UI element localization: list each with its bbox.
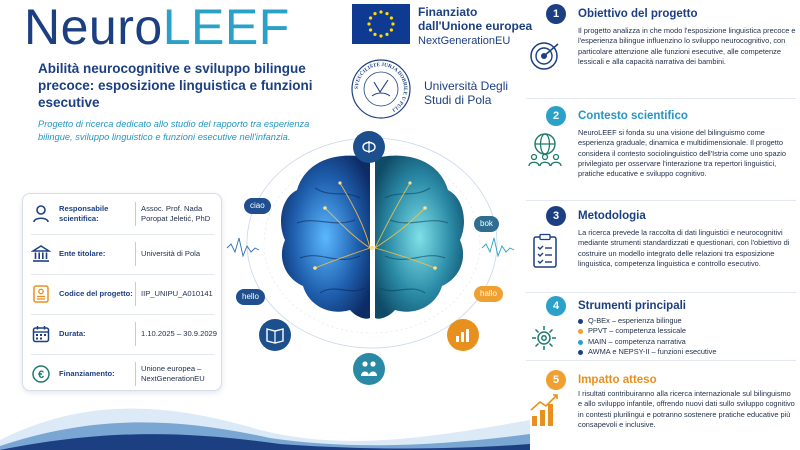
info-label: Responsabile scientifica:: [59, 204, 109, 223]
university-name-line-2: Studi di Pola: [424, 93, 492, 107]
institution-icon: [31, 244, 51, 264]
info-row-responsible: Responsabile scientifica: Assoc. Prof. N…: [23, 194, 223, 234]
section-title: Obiettivo del progetto: [578, 8, 698, 20]
tool-text: Q-BEx – esperienza bilingue: [588, 316, 682, 325]
section-title: Metodologia: [578, 210, 646, 222]
section-methodology: 3 Metodologia La ricerca prevede la racc…: [526, 206, 800, 296]
bubble-ciao: ciao: [244, 198, 271, 214]
info-row-code: Codice del progetto: IIP_UNIPU_A010141: [23, 274, 223, 314]
section-context: 2 Contesto scientifico NeuroLEEF si fond…: [526, 106, 800, 202]
project-sections-panel: 1 Obiettivo del progetto Il progetto ana…: [526, 0, 800, 450]
tool-text: PPVT – competenza lessicale: [588, 326, 687, 336]
tool-item: MAIN – competenza narrativa: [578, 337, 796, 347]
section-body: NeuroLEEF si fonda su una visione del bi…: [578, 128, 787, 179]
tool-item: AWMA e NEPSY-II – funzioni esecutive: [578, 347, 796, 357]
bubble-bok: bok: [474, 216, 499, 232]
section-tools-list: Q-BEx – esperienza bilingue PPVT – compe…: [578, 316, 796, 357]
project-info-card: Responsabile scientifica: Assoc. Prof. N…: [22, 193, 222, 391]
info-value: Università di Pola: [141, 249, 201, 258]
bubble-hello: hello: [236, 289, 265, 305]
children-icon: [352, 352, 386, 386]
section-title: Impatto atteso: [578, 374, 657, 386]
id-card-icon: [31, 284, 51, 304]
section-number: 5: [546, 370, 566, 390]
info-label: Codice del progetto:: [59, 289, 133, 298]
logo-leef: LEEF: [162, 0, 290, 55]
section-objective: 1 Obiettivo del progetto Il progetto ana…: [526, 4, 800, 102]
checklist-icon: [526, 232, 566, 272]
project-intro: Progetto di ricerca dedicato allo studio…: [38, 119, 310, 142]
globe-people-icon: [526, 130, 566, 170]
tool-text: MAIN – competenza narrativa: [588, 336, 686, 346]
section-tools: 4 Strumenti principali Q-BEx – esperienz…: [526, 296, 800, 364]
info-label: Finanziamento:: [59, 369, 115, 378]
info-row-institution: Ente titolare: Università di Pola: [23, 234, 223, 274]
growth-chart-icon: [526, 390, 566, 430]
tool-item: PPVT – competenza lessicale: [578, 326, 796, 336]
project-logo: NeuroLEEF: [24, 2, 290, 52]
brain-circuit-icon: [352, 130, 386, 164]
eu-funding-text: Finanziato dall'Unione europea NextGener…: [418, 5, 538, 48]
university-name-line-1: Università Degli: [424, 79, 509, 93]
tool-text: AWMA e NEPSY-II – funzioni esecutive: [588, 346, 717, 356]
calendar-icon: [31, 324, 51, 344]
info-label: Ente titolare:: [59, 249, 106, 258]
bubble-hallo: hallo: [474, 286, 503, 302]
tool-item: Q-BEx – esperienza bilingue: [578, 316, 796, 326]
info-value: Unione europea – NextGenerationEU: [141, 364, 205, 383]
eu-flag-icon: [352, 4, 410, 44]
target-icon: [526, 36, 566, 76]
section-title: Contesto scientifico: [578, 110, 688, 122]
person-icon: [31, 204, 51, 224]
project-subtitle: Abilità neurocognitive e sviluppo biling…: [38, 61, 313, 110]
gears-icon: [526, 318, 566, 358]
section-number: 1: [546, 4, 566, 24]
info-value: 1.10.2025 – 30.9.2029: [141, 329, 218, 338]
eu-line-2: dall'Unione europea: [418, 19, 533, 33]
section-body: Il progetto analizza in che modo l'espos…: [578, 26, 796, 66]
section-title: Strumenti principali: [578, 300, 686, 312]
svg-text:€: €: [38, 369, 44, 381]
book-icon: [258, 318, 292, 352]
info-row-duration: Durata: 1.10.2025 – 30.9.2029: [23, 314, 223, 354]
decorative-waves: [0, 380, 530, 450]
eu-line-3: NextGenerationEU: [418, 35, 511, 47]
section-body: La ricerca prevede la raccolta di dati l…: [578, 228, 790, 268]
section-number: 3: [546, 206, 566, 226]
logo-neuro: Neuro: [24, 0, 163, 55]
bar-chart-icon: [446, 318, 480, 352]
section-number: 2: [546, 106, 566, 126]
section-body: I risultati contribuiranno alla ricerca …: [578, 389, 795, 429]
info-value: IIP_UNIPU_A010141: [141, 289, 213, 298]
info-label: Durata:: [59, 329, 86, 338]
university-name: Università Degli Studi di Pola: [424, 79, 524, 107]
university-seal-icon: SVEUČILIŠTE JURJA DOBRILE U PULI: [350, 58, 412, 120]
section-impact: 5 Impatto atteso I risultati contribuira…: [526, 370, 800, 450]
info-row-funding: € Finanziamento: Unione europea – NextGe…: [23, 354, 223, 394]
section-number: 4: [546, 296, 566, 316]
brain-illustration: [225, 128, 520, 378]
euro-icon: €: [31, 364, 51, 384]
eu-line-1: Finanziato: [418, 5, 478, 19]
info-value: Assoc. Prof. Nada Poropat Jeletić, PhD: [141, 204, 211, 223]
